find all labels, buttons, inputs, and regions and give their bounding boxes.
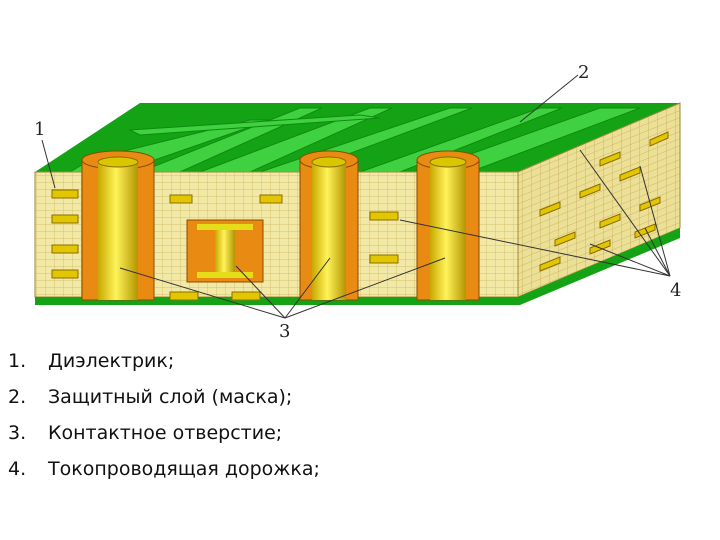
- legend-text: Токопроводящая дорожка;: [48, 458, 320, 480]
- via-hole-2: [300, 151, 358, 300]
- legend-number: 4.: [8, 458, 48, 480]
- legend-number: 3.: [8, 422, 48, 444]
- legend-item: 2. Защитный слой (маска);: [8, 379, 320, 415]
- legend-text: Защитный слой (маска);: [48, 386, 292, 408]
- callout-2: 2: [578, 62, 589, 83]
- callout-3: 3: [279, 321, 290, 340]
- legend-number: 2.: [8, 386, 48, 408]
- buried-via: [187, 220, 263, 282]
- legend-item: 3. Контактное отверстие;: [8, 415, 320, 451]
- legend-item: 1. Диэлектрик;: [8, 343, 320, 379]
- legend-item: 4. Токопроводящая дорожка;: [8, 451, 320, 487]
- legend-text: Контактное отверстие;: [48, 422, 282, 444]
- legend-text: Диэлектрик;: [48, 350, 174, 372]
- legend-number: 1.: [8, 350, 48, 372]
- callout-1: 1: [34, 119, 45, 140]
- callout-4: 4: [670, 280, 681, 301]
- pcb-cross-section-diagram: 1 2 3 4: [0, 0, 720, 340]
- via-hole-1: [82, 151, 154, 300]
- legend-list: 1. Диэлектрик; 2. Защитный слой (маска);…: [8, 343, 320, 487]
